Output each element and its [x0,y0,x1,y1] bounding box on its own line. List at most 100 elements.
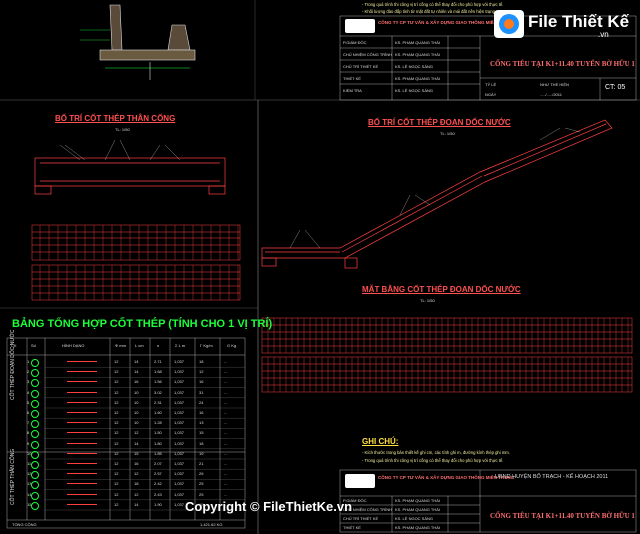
rebar-shape-icon [67,503,97,505]
cell-total-length: 1,037 [174,471,185,477]
cell-unit-weight: 31 [199,389,204,395]
cell-unit-weight: 26 [199,471,204,477]
side-label-than-cong: CỐT THÉP THÂN CỐNG [10,448,16,505]
mark-circle-icon [31,430,39,439]
cell-length: 16 [134,379,139,385]
cell-total-length: 1,037 [174,430,185,436]
company-logo-top [345,19,375,33]
cell-unit-weight: 13 [199,420,204,426]
cell-weight: ... [224,481,228,487]
cell-number: 13 [27,481,32,487]
doc-nuoc-scale: TL: 1/50 [440,131,455,136]
cell-weight: ... [224,379,228,385]
cell-weight: ... [224,450,228,456]
watermark-url: .vn [598,30,609,39]
table-total-value: 1,421.62 KG [200,522,223,527]
doc-nuoc-section [261,119,613,269]
title-block-role: THIẾT KẾ [343,525,361,530]
cell-phi: 12 [114,369,119,375]
table-header-l: L cm [135,343,144,348]
title-block-person: KS. PHẠM QUANG THÁI [395,52,441,57]
mark-circle-icon [31,410,39,418]
rebar-shape-icon [67,422,97,424]
title-block-role: THIẾT KẾ [343,76,361,81]
cell-total-length: 1,037 [174,491,185,497]
company-name-bottom: CÔNG TY CP TƯ VẤN & XÂY DỰNG GIAO THÔNG … [378,475,515,480]
cell-length: 12 [134,471,139,477]
cell-count: 1.90 [154,501,162,507]
cell-phi: 12 [114,420,119,426]
cell-weight: ... [224,440,228,446]
rebar-shape-icon [67,483,97,485]
cell-total-length: 1,037 [174,450,185,456]
title-block-person: KS. PHẠM QUANG THÁI [395,40,441,45]
cell-unit-weight: 16 [199,410,204,415]
cell-number: 1 [27,359,30,364]
cell-unit-weight: 25 [199,481,204,487]
cell-weight: ... [224,461,228,466]
cell-phi: 12 [114,379,119,385]
cell-count: 2.43 [154,491,162,497]
rebar-shape-icon [67,401,97,403]
than-cong-plan-1 [31,224,241,261]
table-header-phi: Φ mm [115,343,126,348]
ratio-value: NHƯ THỂ HIỆN [540,82,569,87]
table-header-ck: CK [11,343,17,348]
rebar-shape-icon [67,452,97,454]
table-header-g: G Kg [227,343,237,348]
cell-unit-weight: 21 [199,461,204,466]
title-block-person: KS. PHẠM QUANG THÁI [395,525,441,530]
than-cong-plan-2 [31,264,241,301]
title-block-top-frame [339,15,637,101]
doc-nuoc-title: BỐ TRÍ CỐT THÉP ĐOẠN DỐC NƯỚC [368,118,511,127]
cell-number: 3 [27,379,30,385]
cell-length: 14 [134,440,139,446]
cell-weight: ... [224,420,228,426]
company-logo-bottom [345,474,375,488]
title-block-role: KIỂM TRA [343,88,362,93]
rebar-table-row-lines [45,367,245,511]
cell-count: 3.02 [154,389,162,395]
mark-circle-icon [31,379,39,388]
cell-total-length: 1,037 [174,461,185,466]
cell-length: 12 [134,491,139,497]
title-block-role: CHỦ NHIỆM CÔNG TRÌNH [343,52,393,57]
mark-circle-icon [31,450,39,459]
cell-phi: 12 [114,501,119,507]
cell-count: 1.56 [154,379,162,385]
cell-phi: 12 [114,471,119,477]
title-block-role: CHỦ NHIỆM CÔNG TRÌNH [343,507,393,512]
cell-number: 2 [27,369,30,375]
table-header-kgm: Γ Kg/m [200,343,213,348]
mat-bang-title: MẶT BẰNG CỐT THÉP ĐOẠN DỐC NƯỚC [362,285,521,294]
rebar-table-header: CK Số HÌNH DẠNG Φ mm L cm n Σ L m Γ Kg/m… [7,340,245,354]
mark-circle-icon [31,501,39,510]
cell-length: 14 [134,369,139,375]
rebar-shape-icon [67,371,97,373]
cell-phi: 12 [114,440,119,446]
mark-circle-icon [31,389,39,398]
cell-phi: 12 [114,481,119,487]
rebar-shape-icon [67,473,97,475]
cell-count: 2.31 [154,399,162,405]
mark-circle-icon [31,461,39,469]
note-bottom-1: - Kích thước trong bản thiết kế ghi cm, … [362,450,510,455]
cell-length: 14 [134,501,139,507]
cell-phi: 12 [114,399,119,405]
cell-count: 1.80 [154,440,162,446]
cell-weight: ... [224,389,228,395]
project-name-bottom: CỐNG TIÊU TẠI K1+11.40 TUYẾN BỜ HỮU 1 [490,512,635,520]
cell-unit-weight: 15 [199,430,204,436]
cell-count: 1.50 [154,430,162,436]
mark-circle-icon [31,440,39,449]
cell-weight: ... [224,471,228,477]
watermark-copyright: Copyright © FileThietKe.vn [185,499,353,514]
cell-number: 7 [27,420,30,426]
cell-unit-weight: 19 [199,501,204,507]
